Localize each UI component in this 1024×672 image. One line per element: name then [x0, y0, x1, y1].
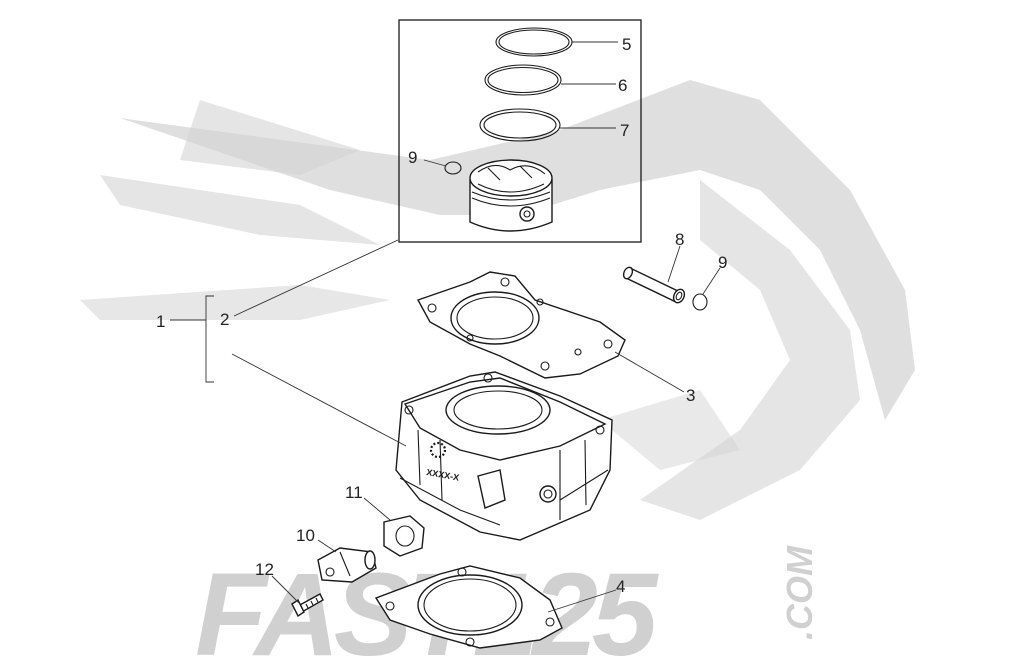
callout-9-piston: 9: [408, 148, 417, 167]
callout-9-pin: 9: [718, 253, 727, 272]
callout-3: 3: [686, 386, 695, 405]
piston-ring-second: [484, 64, 562, 96]
callout-10: 10: [296, 526, 315, 545]
bolt: [291, 593, 324, 618]
piston-ring-top: [495, 27, 573, 57]
callout-11: 11: [345, 483, 363, 502]
watermark-eagle: [80, 80, 915, 520]
base-gasket: [374, 565, 563, 649]
chain-tensioner: [317, 547, 377, 583]
group-bracket: [205, 295, 214, 383]
callout-4: 4: [616, 577, 625, 596]
tensioner-gasket: [383, 515, 425, 557]
piston: [469, 159, 553, 232]
leader-lines: [170, 41, 721, 613]
watermark-suffix: .COM: [779, 545, 820, 640]
circlip-left: [444, 161, 462, 175]
cylinder-stamp-marker: [429, 441, 447, 459]
callout-7: 7: [620, 121, 629, 140]
callout-6: 6: [618, 76, 627, 95]
piston-pin: [622, 266, 686, 304]
cylinder: XXXX-X: [395, 371, 613, 541]
callout-5: 5: [622, 35, 631, 54]
circlip-right: [692, 293, 708, 311]
callout-12: 12: [255, 560, 274, 579]
head-gasket: [416, 271, 626, 379]
piston-ring-oil: [479, 108, 561, 142]
watermark-logo: FAST125 .COM: [195, 545, 820, 672]
callout-8: 8: [675, 230, 684, 249]
callout-2: 2: [220, 310, 229, 329]
callout-1: 1: [156, 312, 165, 331]
piston-kit-frame: [398, 19, 642, 243]
